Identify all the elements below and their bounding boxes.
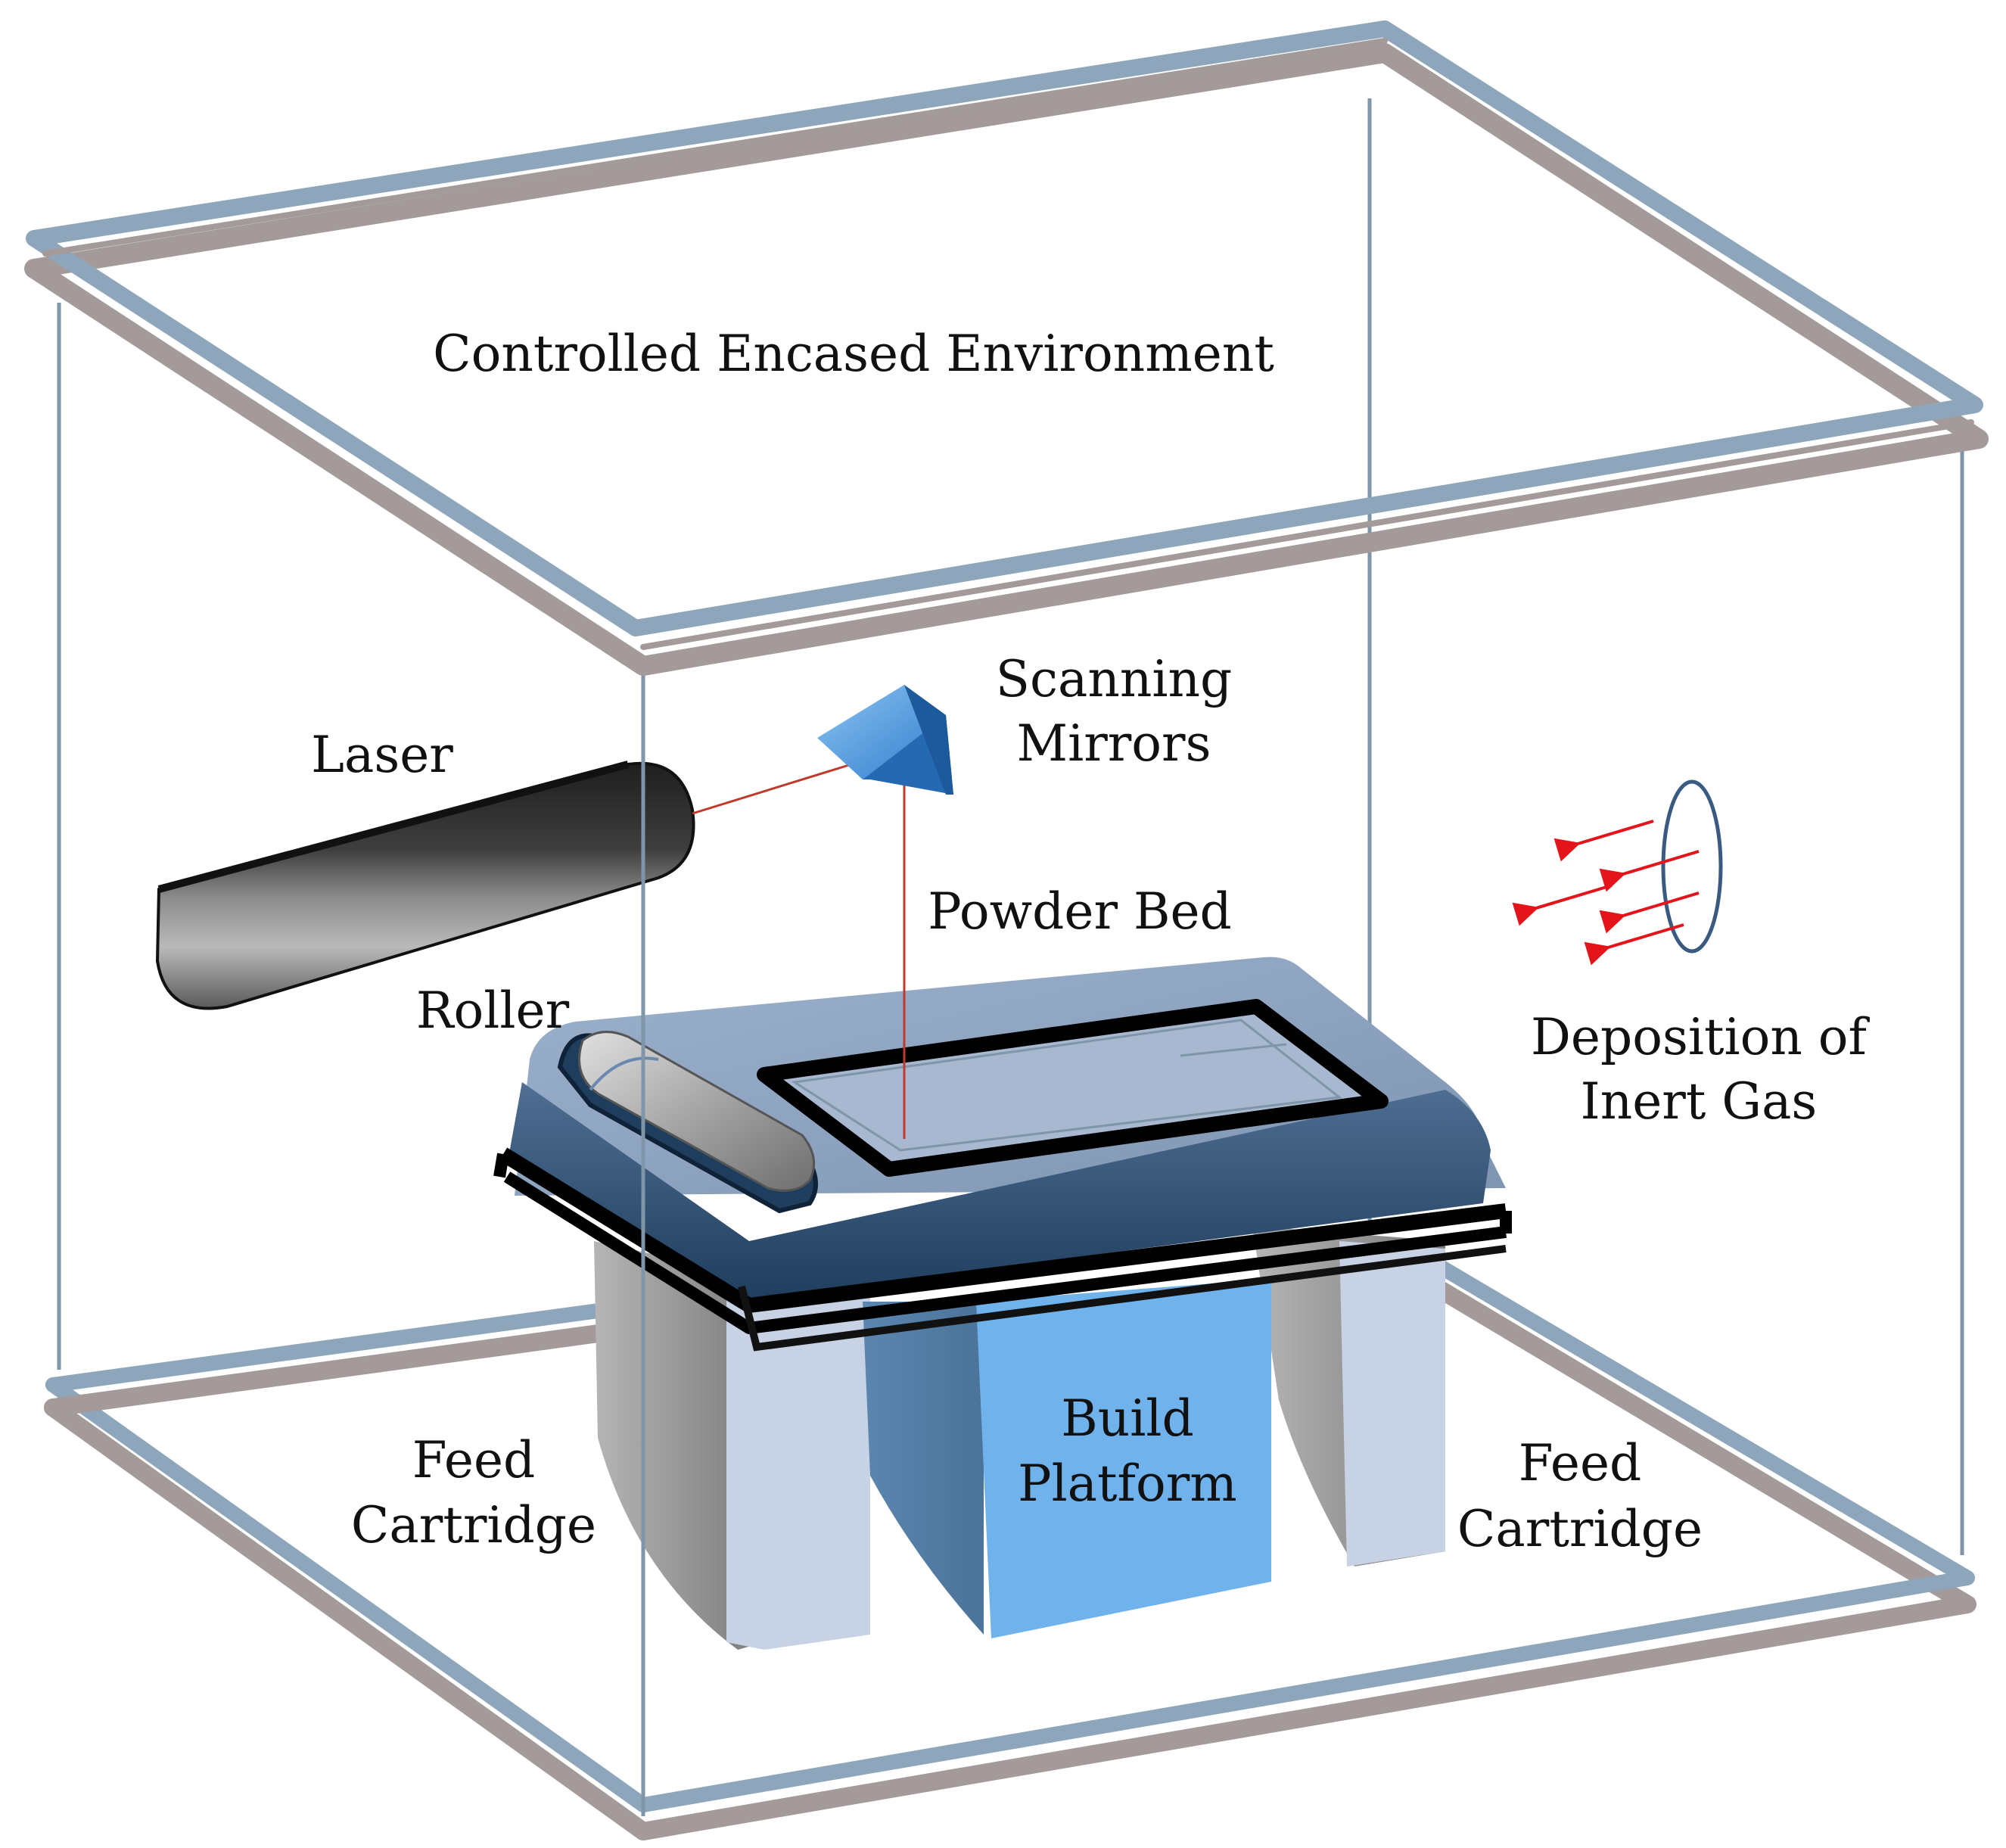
laser-beam	[692, 757, 906, 1139]
label-laser: Laser	[311, 726, 453, 784]
label-feed-cartridge-right-line1: Feed	[1519, 1434, 1642, 1492]
label-feed-cartridge-right-line2: Cartridge	[1457, 1500, 1703, 1558]
label-inert-gas-line2: Inert Gas	[1581, 1072, 1818, 1131]
inert-gas-nozzle	[1661, 779, 1723, 954]
label-environment: Controlled Encased Environment	[433, 325, 1274, 383]
powder-bed	[757, 999, 1389, 1177]
label-scanning-mirrors-line1: Scanning	[996, 650, 1232, 708]
gas-flow-arrows	[1512, 820, 1700, 966]
feed-cartridge-left	[594, 1241, 870, 1650]
label-powder-bed: Powder Bed	[928, 882, 1232, 941]
label-build-platform-line1: Build	[1061, 1389, 1193, 1448]
label-inert-gas-line1: Deposition of	[1531, 1008, 1871, 1066]
label-feed-cartridge-left-line1: Feed	[412, 1431, 536, 1489]
enclosure-bottom-frame	[44, 1249, 1976, 1840]
roller	[557, 1031, 818, 1214]
enclosure-top-frame	[24, 20, 1989, 676]
label-build-platform-line2: Platform	[1018, 1454, 1237, 1513]
label-roller: Roller	[416, 982, 570, 1040]
scanning-mirror	[817, 685, 953, 795]
label-feed-cartridge-left-line2: Cartridge	[351, 1496, 596, 1554]
build-platform	[863, 1279, 1271, 1638]
labels: Controlled Encased Environment Laser Sca…	[311, 325, 1870, 1558]
laser-unit	[155, 761, 695, 1010]
feed-cartridge-right	[1252, 1226, 1445, 1566]
label-scanning-mirrors-line2: Mirrors	[1017, 714, 1211, 773]
